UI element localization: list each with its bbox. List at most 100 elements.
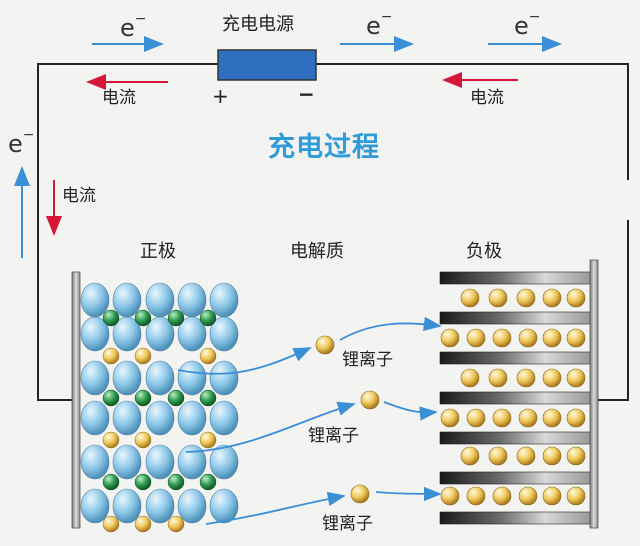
- cathode-atom: [177, 316, 207, 352]
- cathode-atom: [112, 400, 142, 436]
- cathode-lithium-ion: [199, 431, 217, 449]
- anode-lithium-ion: [566, 368, 586, 388]
- positive-electrode-lattice: [80, 282, 239, 533]
- anode-lithium-ion: [492, 486, 512, 506]
- anode-lithium-ion: [542, 368, 562, 388]
- anode-lithium-ion: [518, 328, 538, 348]
- anode-lithium-ion: [566, 288, 586, 308]
- lithium-ion-label-1: 锂离子: [342, 350, 393, 370]
- cathode-green-atom: [199, 309, 217, 327]
- anode-lithium-ion: [542, 486, 562, 506]
- cathode-lithium-ion: [102, 347, 120, 365]
- current-label-left: 电流: [102, 88, 136, 108]
- cathode-green-atom: [167, 309, 185, 327]
- cathode-green-atom: [167, 389, 185, 407]
- electron-label-4: e−: [8, 127, 35, 158]
- cathode-green-atom: [134, 473, 152, 491]
- anode-lithium-ion: [460, 446, 480, 466]
- cathode-atom: [177, 400, 207, 436]
- anode-lithium-ion: [518, 486, 538, 506]
- cathode-atom: [209, 282, 239, 318]
- positive-electrode-label: 正极: [140, 241, 176, 262]
- cathode-atom: [177, 488, 207, 524]
- cathode-atom: [80, 400, 110, 436]
- cathode-atom: [177, 282, 207, 318]
- anode-lithium-ion: [542, 446, 562, 466]
- anode-lithium-ion: [516, 288, 536, 308]
- anode-graphite-layer: [439, 431, 591, 445]
- cathode-atom: [177, 444, 207, 480]
- cathode-atom: [145, 400, 175, 436]
- electrolyte-label: 电解质: [290, 241, 344, 262]
- current-label-right: 电流: [470, 88, 504, 108]
- cathode-atom: [112, 444, 142, 480]
- anode-lithium-ion: [492, 408, 512, 428]
- anode-lithium-ion: [466, 486, 486, 506]
- cathode-atom: [80, 316, 110, 352]
- lithium-ion-label-2: 锂离子: [308, 426, 359, 446]
- ion-path-1b: [339, 316, 442, 341]
- cathode-atom: [145, 282, 175, 318]
- cathode-atom: [209, 488, 239, 524]
- negative-electrode-label: 负极: [466, 241, 502, 262]
- anode-lithium-ion: [460, 288, 480, 308]
- cathode-atom: [209, 400, 239, 436]
- plus-sign: +: [212, 84, 229, 108]
- anode-graphite-layer: [439, 471, 591, 485]
- anode-lithium-ion: [440, 328, 460, 348]
- circuit-wire-top-left: [37, 63, 218, 401]
- power-source: [217, 49, 317, 81]
- cathode-lithium-ion: [134, 515, 152, 533]
- cathode-atom: [209, 360, 239, 396]
- cathode-atom: [112, 360, 142, 396]
- migrating-ion-3: [350, 484, 370, 504]
- cathode-lithium-ion: [167, 515, 185, 533]
- cathode-green-atom: [102, 309, 120, 327]
- negative-electrode-plates: [439, 271, 591, 525]
- anode-graphite-layer: [439, 351, 591, 365]
- anode-graphite-layer: [439, 271, 591, 285]
- migrating-ion-2: [360, 390, 380, 410]
- ion-path-3b: [375, 486, 442, 502]
- circuit-wire-right: [598, 220, 629, 401]
- cathode-green-atom: [102, 389, 120, 407]
- electron-label-1: e−: [120, 11, 147, 42]
- anode-lithium-ion: [440, 486, 460, 506]
- ion-paths: [177, 316, 442, 525]
- cathode-green-atom: [134, 309, 152, 327]
- cathode-atom: [80, 282, 110, 318]
- anode-lithium-ion: [566, 446, 586, 466]
- cathode-lithium-ion: [102, 431, 120, 449]
- cathode-atom: [112, 488, 142, 524]
- ion-path-1a: [177, 347, 312, 375]
- migrating-ions: [315, 335, 380, 504]
- cathode-atom: [177, 360, 207, 396]
- negative-electrode-rod: [589, 259, 599, 529]
- cathode-green-atom: [134, 389, 152, 407]
- circuit-wire-top-right: [316, 63, 629, 180]
- cathode-atom: [112, 282, 142, 318]
- power-source-label: 充电电源: [222, 14, 294, 35]
- anode-graphite-layer: [439, 391, 591, 405]
- anode-lithium-ion: [460, 368, 480, 388]
- anode-lithium-ion: [566, 328, 586, 348]
- anode-lithium-ion: [488, 368, 508, 388]
- anode-lithium-ion: [542, 408, 562, 428]
- anode-graphite-layer: [439, 511, 591, 525]
- electron-label-3: e−: [514, 9, 541, 40]
- anode-lithium-ion: [566, 408, 586, 428]
- anode-lithium-ion: [466, 408, 486, 428]
- anode-lithium-ion: [518, 408, 538, 428]
- cathode-atom: [209, 316, 239, 352]
- cathode-atom: [112, 316, 142, 352]
- cathode-atom: [145, 444, 175, 480]
- anode-lithium-ion: [440, 408, 460, 428]
- cathode-green-atom: [167, 473, 185, 491]
- diagram-title: 充电过程: [268, 132, 380, 163]
- anode-lithium-ion: [542, 328, 562, 348]
- anode-lithium-ion: [488, 288, 508, 308]
- cathode-green-atom: [199, 389, 217, 407]
- cathode-atom: [145, 488, 175, 524]
- lithium-ion-label-3: 锂离子: [322, 514, 373, 534]
